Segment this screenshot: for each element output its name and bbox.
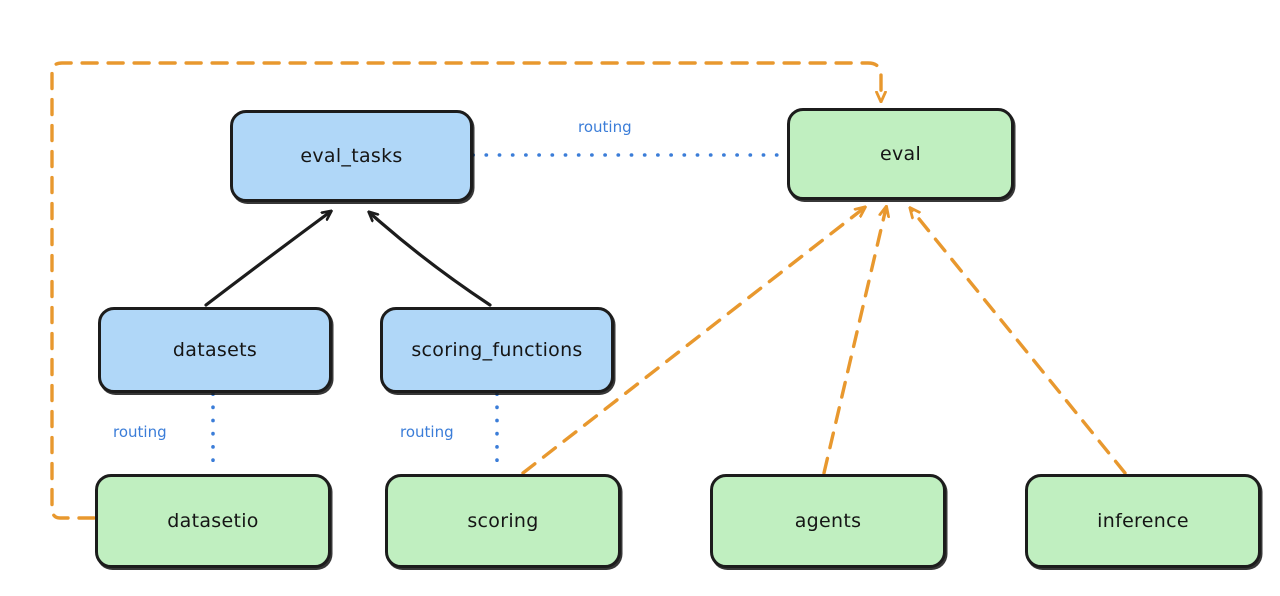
node-label-datasets: datasets — [172, 339, 258, 361]
edge-label-routing-datasets-datasetio: routing — [113, 423, 167, 441]
node-eval-tasks[interactable]: eval_tasks — [230, 110, 473, 202]
node-agents[interactable]: agents — [710, 474, 946, 568]
node-inference[interactable]: inference — [1025, 474, 1261, 568]
edge-scoring-functions-to-eval-tasks — [370, 213, 492, 307]
node-datasets[interactable]: datasets — [98, 307, 332, 393]
edge-label-routing-eval: routing — [578, 118, 632, 136]
node-label-scoring-functions: scoring_functions — [411, 339, 583, 361]
node-label-eval: eval — [879, 143, 922, 165]
node-label-agents: agents — [794, 510, 862, 532]
node-label-scoring: scoring — [467, 510, 539, 532]
node-eval[interactable]: eval — [787, 108, 1014, 200]
node-scoring[interactable]: scoring — [385, 474, 621, 568]
edge-agents-to-eval — [822, 208, 886, 475]
node-label-eval-tasks: eval_tasks — [300, 145, 403, 167]
edge-label-routing-scoring-functions-scoring: routing — [400, 423, 454, 441]
node-label-inference: inference — [1097, 510, 1189, 532]
node-datasetio[interactable]: datasetio — [95, 474, 331, 568]
edge-inference-to-eval — [911, 209, 1127, 475]
edge-datasets-to-eval-tasks — [204, 212, 330, 307]
edge-scoring-to-eval — [521, 208, 864, 475]
node-scoring-functions[interactable]: scoring_functions — [380, 307, 614, 393]
edge-datasetio-to-eval — [50, 61, 881, 520]
node-label-datasetio: datasetio — [167, 510, 259, 532]
